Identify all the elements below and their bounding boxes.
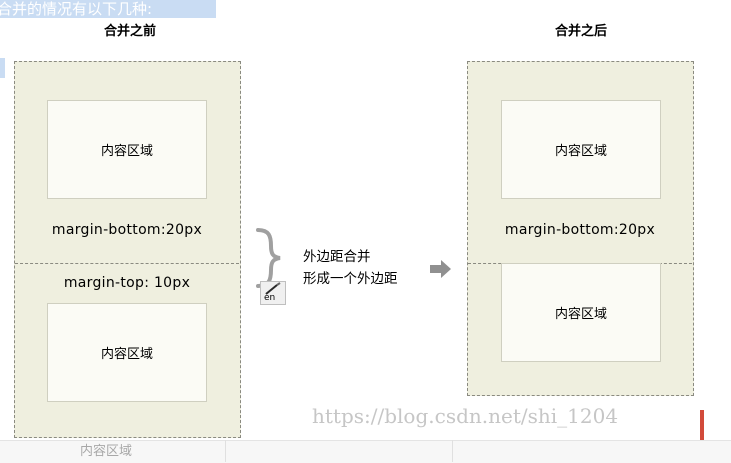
en-icon-text: en [264, 293, 276, 303]
en-tool-icon[interactable]: en [260, 281, 286, 305]
merge-line-1: 外边距合并 [303, 249, 371, 265]
after-content-box-1: 内容区域 [501, 100, 661, 199]
bottom-divider-left [225, 440, 226, 462]
after-content-label-1: 内容区域 [554, 144, 607, 159]
top-banner-text: 合并的情况有以下几种: [0, 0, 153, 18]
before-margin-bottom-label: margin-bottom:20px [51, 222, 203, 238]
brace-icon [256, 228, 281, 288]
right-edge-mark [700, 410, 704, 440]
right-arrow-icon [430, 260, 451, 278]
bottom-strip-text: 内容区域 [80, 444, 133, 459]
before-content-box-2: 内容区域 [47, 303, 207, 402]
after-title: 合并之后 [554, 24, 607, 39]
before-margin-top-label: margin-top: 10px [63, 275, 191, 291]
before-title: 合并之前 [103, 24, 156, 39]
watermark: https://blog.csdn.net/shi_1204 [312, 404, 619, 428]
before-content-label-2: 内容区域 [100, 347, 153, 362]
top-banner: 合并的情况有以下几种: [0, 0, 216, 18]
after-content-label-2: 内容区域 [554, 307, 607, 322]
before-content-label-1: 内容区域 [100, 144, 153, 159]
pen-icon [265, 282, 281, 295]
merge-description: 外边距合并 形成一个外边距 [303, 246, 398, 290]
bottom-strip: 内容区域 [0, 440, 731, 463]
after-margin-bottom-label: margin-bottom:20px [504, 222, 656, 238]
bottom-divider-right [452, 440, 453, 462]
merge-line-2: 形成一个外边距 [303, 271, 398, 287]
before-content-box-1: 内容区域 [47, 100, 207, 199]
diagram-canvas: 合并之前 内容区域 margin-bottom:20px margin-top:… [5, 18, 700, 440]
before-divider [15, 263, 239, 264]
after-outer-box: 内容区域 margin-bottom:20px 内容区域 [467, 61, 694, 396]
before-outer-box: 内容区域 margin-bottom:20px margin-top: 10px… [14, 61, 241, 438]
after-content-box-2: 内容区域 [501, 263, 661, 362]
